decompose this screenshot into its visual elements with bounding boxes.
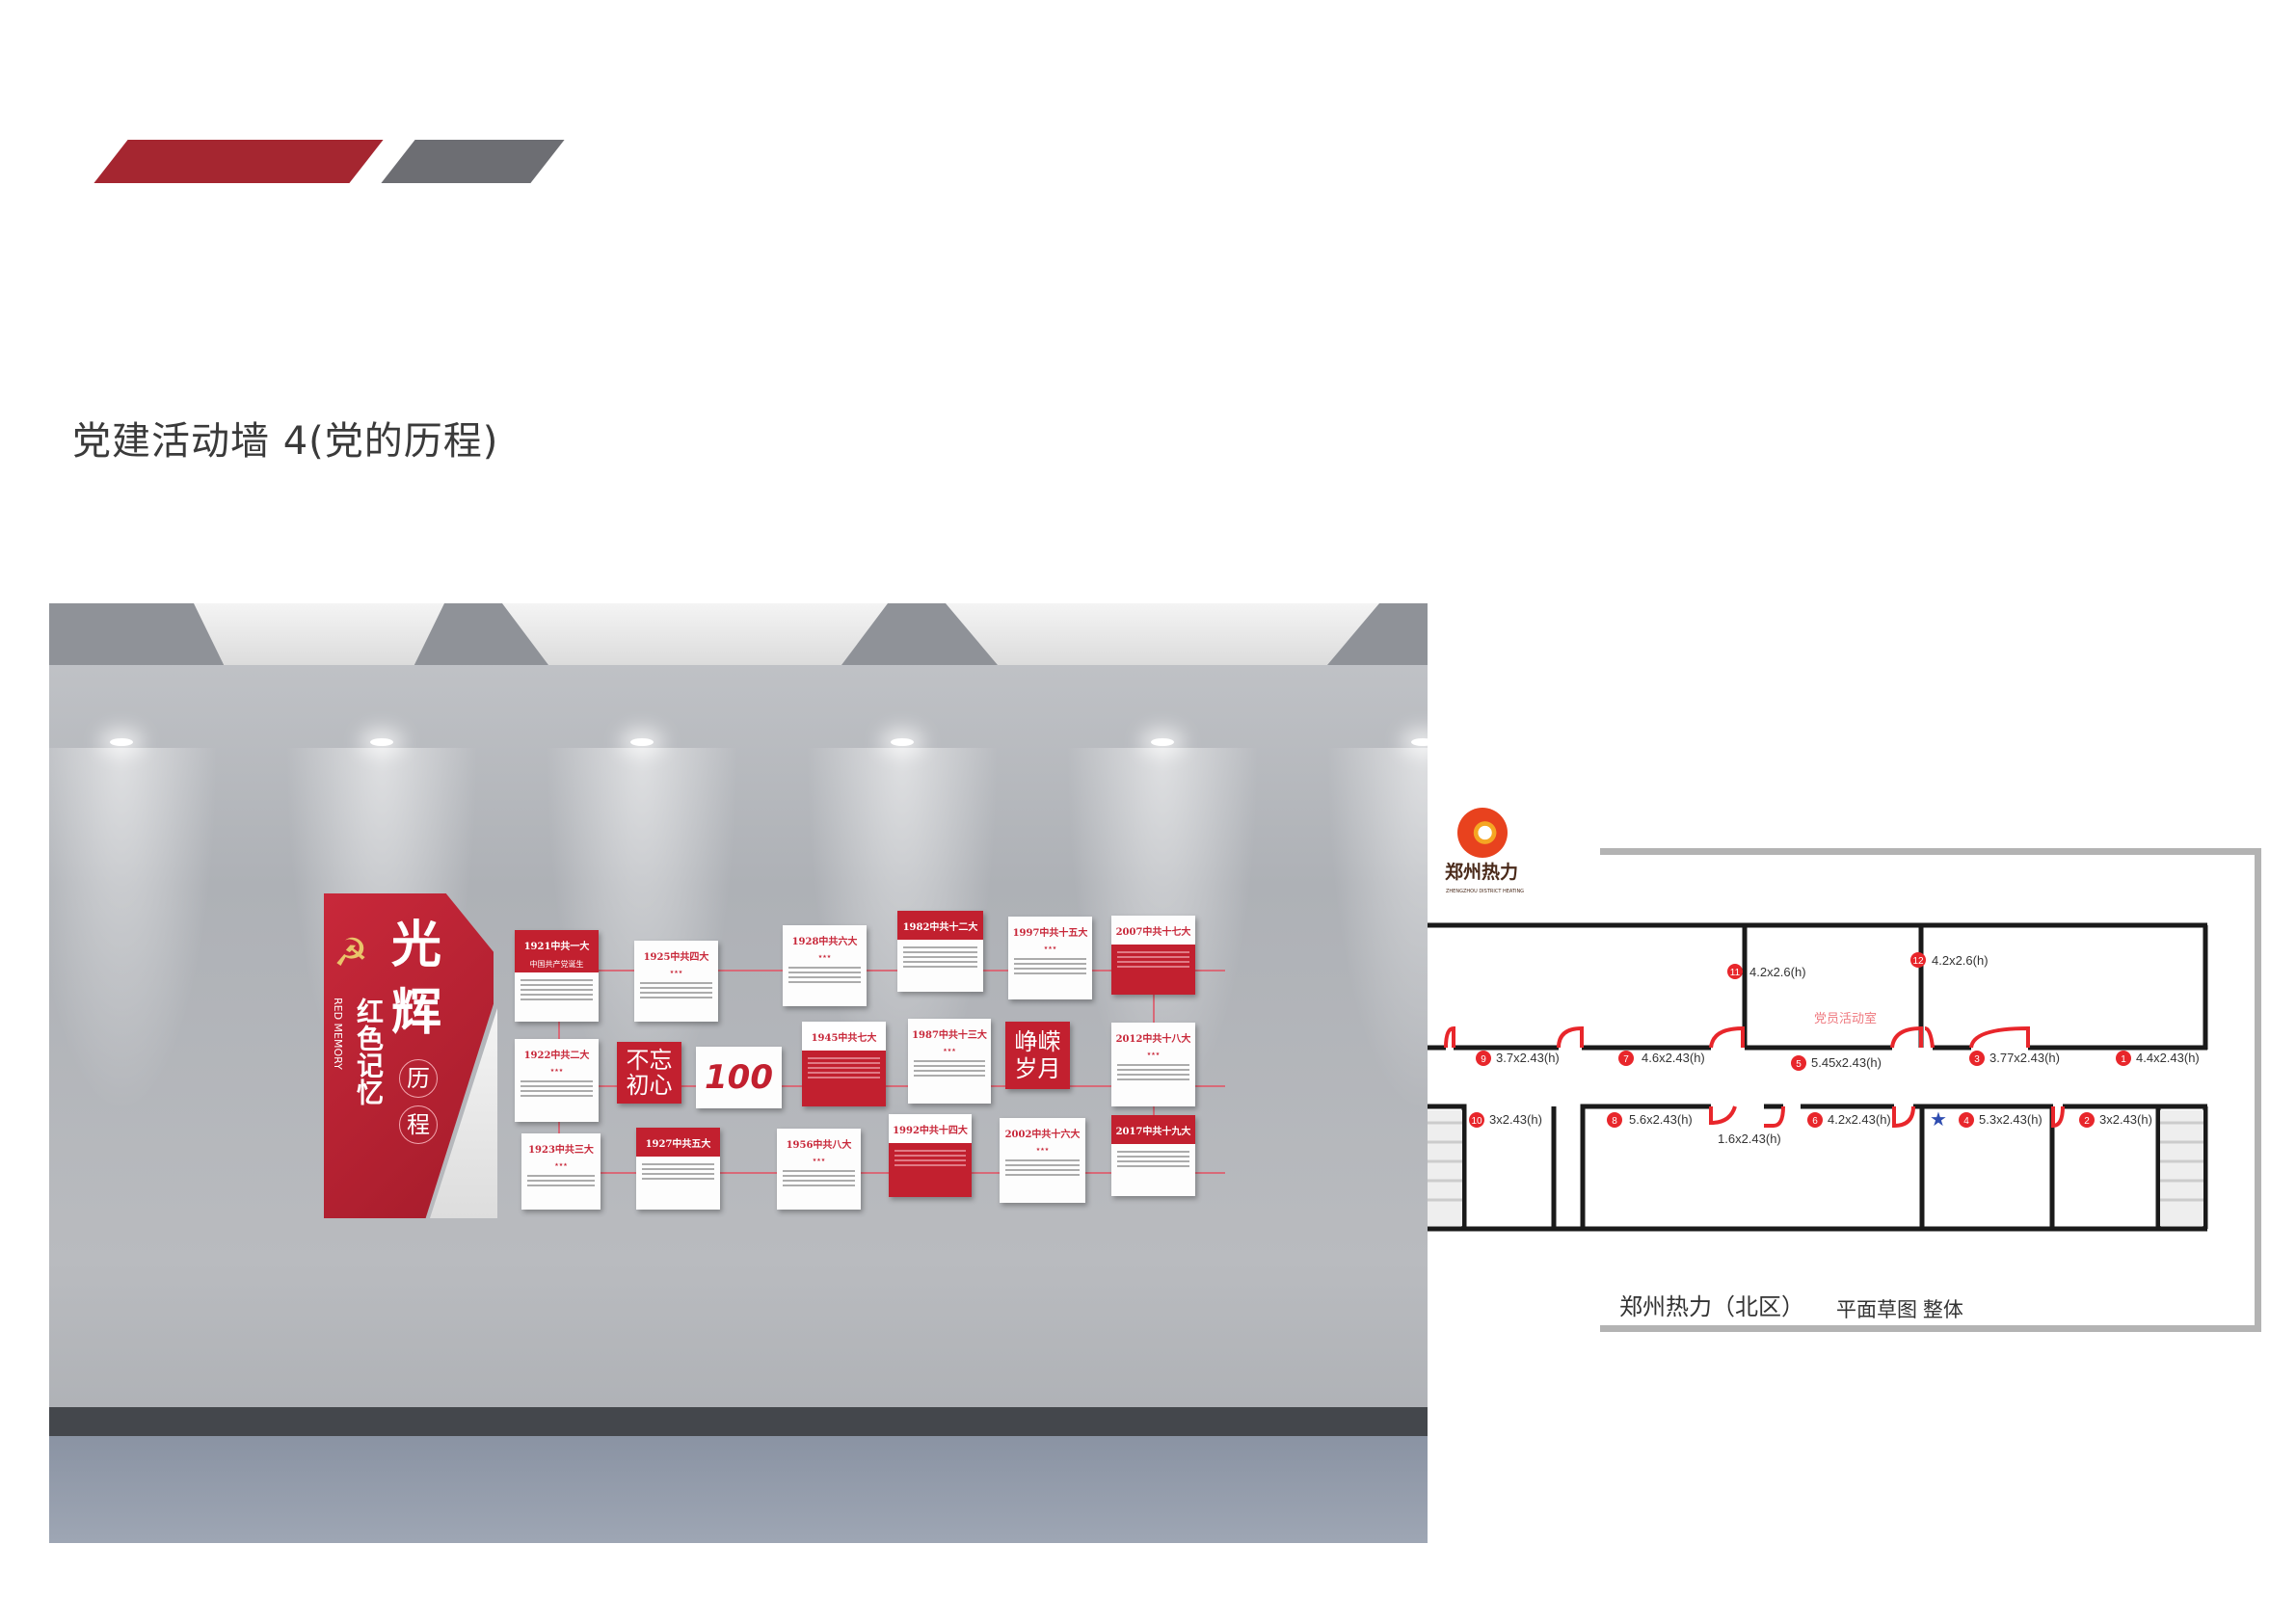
timeline-card: 1922中共二大★★★ — [515, 1039, 599, 1122]
timeline-card: 1923中共三大★★★ — [521, 1133, 601, 1210]
dimension-label: 3.7x2.43(h) — [1496, 1051, 1560, 1065]
dimension-label: 5.45x2.43(h) — [1811, 1055, 1882, 1070]
svg-text:7: 7 — [1623, 1054, 1629, 1065]
timeline-card: 2012中共十八大★★★ — [1111, 1023, 1195, 1106]
baseboard — [49, 1407, 1428, 1436]
svg-text:1: 1 — [2121, 1054, 2126, 1065]
door-icons — [1444, 1025, 2065, 1129]
timeline-card: 1997中共十五大★★★ — [1008, 917, 1092, 999]
svg-text:6: 6 — [1812, 1116, 1818, 1127]
wall-rendering: ☭ 光 辉 历 程 红色记忆 RED MEMORY 1921中共一大中国共产党诞… — [49, 603, 1428, 1543]
dimension-label: 4.2x2.6(h) — [1749, 965, 1806, 979]
dimension-label: 4.2x2.43(h) — [1828, 1112, 1891, 1127]
company-name-en: ZHENGZHOU DISTRICT HEATING — [1446, 889, 1525, 894]
room-label: 党员活动室 — [1814, 1011, 1877, 1025]
timeline-card: 1982中共十二大 — [897, 911, 983, 992]
dimension-label: 4.4x2.43(h) — [2136, 1051, 2200, 1065]
dimension-label: 5.3x2.43(h) — [1979, 1112, 2042, 1127]
svg-text:2: 2 — [2084, 1116, 2090, 1127]
floorplan-caption-sub: 平面草图 整体 — [1836, 1299, 1963, 1321]
dimension-label: 4.2x2.6(h) — [1932, 953, 1989, 968]
centenary-tile: 100 — [696, 1047, 782, 1108]
svg-text:3: 3 — [1974, 1054, 1980, 1065]
dimension-label: 3x2.43(h) — [1489, 1112, 1542, 1127]
dimension-label: 3.77x2.43(h) — [1989, 1051, 2060, 1065]
svg-text:11: 11 — [1730, 968, 1741, 978]
stairs — [1428, 1110, 2203, 1226]
timeline-card: 1945中共七大 — [802, 1022, 886, 1106]
timeline-card: 1927中共五大 — [636, 1128, 720, 1210]
vertical-title: 红色记忆 — [353, 998, 385, 1105]
svg-text:12: 12 — [1912, 956, 1924, 967]
timeline-card: 2007中共十七大 — [1111, 916, 1195, 995]
spotlight — [110, 738, 133, 746]
slogan-tile: 不忘初心 — [617, 1042, 681, 1104]
ceiling — [49, 603, 1428, 665]
svg-text:9: 9 — [1481, 1054, 1486, 1065]
floorplan-caption: 郑州热力（北区） — [1619, 1294, 1804, 1320]
spotlight — [630, 738, 654, 746]
slogan-tile: 峥嵘岁月 — [1005, 1022, 1070, 1089]
dimension-label: 5.6x2.43(h) — [1629, 1112, 1693, 1127]
hammer-sickle-icon: ☭ — [334, 931, 368, 975]
timeline-card: 1987中共十三大★★★ — [908, 1019, 991, 1104]
subtitle-char: 历 — [399, 1059, 438, 1098]
title-char: 辉 — [391, 984, 442, 1042]
svg-text:5: 5 — [1796, 1059, 1802, 1070]
vertical-subtitle: RED MEMORY — [332, 998, 344, 1070]
dimension-label: 1.6x2.43(h) — [1718, 1131, 1781, 1146]
star-icon: ★ — [1930, 1109, 1947, 1131]
svg-text:4: 4 — [1963, 1116, 1969, 1127]
timeline-card: 2002中共十六大★★★ — [1000, 1118, 1085, 1203]
subtitle-char: 程 — [399, 1105, 438, 1144]
title-char: 光 — [391, 917, 442, 974]
timeline-card: 1921中共一大中国共产党诞生 — [515, 930, 599, 1022]
company-name: 郑州热力 — [1445, 862, 1519, 883]
dimension-label: 3x2.43(h) — [2099, 1112, 2152, 1127]
timeline-card: 1992中共十四大 — [889, 1114, 972, 1197]
timeline-card: 2017中共十九大 — [1111, 1115, 1195, 1196]
svg-text:10: 10 — [1471, 1116, 1482, 1127]
svg-text:8: 8 — [1612, 1116, 1617, 1127]
floorplan-frame — [1600, 848, 2261, 1332]
timeline-card: 1925中共四大★★★ — [634, 941, 718, 1022]
spotlight — [370, 738, 393, 746]
floor — [49, 1436, 1428, 1543]
page-title: 党建活动墙 4(党的历程) — [72, 419, 499, 464]
spotlight — [891, 738, 914, 746]
company-logo — [1457, 808, 1508, 858]
timeline-card: 1928中共六大★★★ — [783, 925, 867, 1006]
spotlight — [1411, 738, 1428, 746]
timeline-card: 1956中共八大★★★ — [777, 1129, 861, 1210]
spotlight — [1151, 738, 1174, 746]
dimension-label: 4.6x2.43(h) — [1642, 1051, 1705, 1065]
